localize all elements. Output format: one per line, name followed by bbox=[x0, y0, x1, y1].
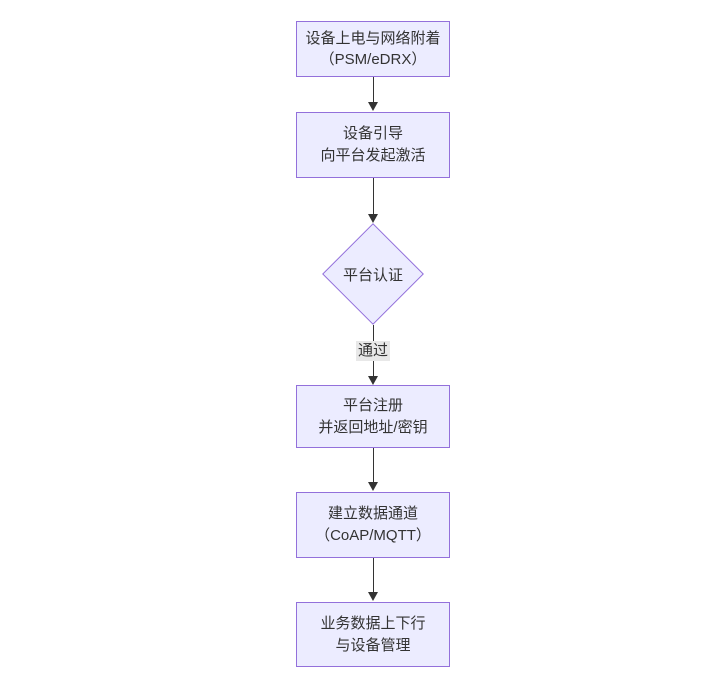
edge-register-to-channel bbox=[367, 448, 379, 491]
node-platform-auth-diamond: 平台认证 bbox=[322, 223, 424, 325]
node-line: 建立数据通道 bbox=[327, 505, 418, 522]
node-line: 向平台发起激活 bbox=[320, 147, 426, 164]
edge-bootstrap-to-auth bbox=[367, 178, 379, 223]
edge-line bbox=[372, 178, 374, 214]
node-line: 设备引导 bbox=[342, 125, 403, 142]
edge-channel-to-business bbox=[367, 558, 379, 601]
node-line: （PSM/eDRX） bbox=[319, 51, 427, 68]
arrowhead-icon bbox=[368, 592, 378, 601]
node-business-data: 业务数据上下行 与设备管理 bbox=[296, 602, 450, 667]
node-line: （CoAP/MQTT） bbox=[315, 527, 431, 544]
node-line: 平台认证 bbox=[342, 266, 403, 284]
edge-label-pass: 通过 bbox=[355, 341, 391, 361]
arrowhead-icon bbox=[368, 102, 378, 111]
node-bootstrap: 设备引导 向平台发起激活 bbox=[296, 112, 450, 178]
edge-power-to-bootstrap bbox=[367, 77, 379, 111]
edge-line bbox=[372, 77, 374, 102]
node-line: 业务数据上下行 bbox=[320, 614, 426, 632]
node-power-attach: 设备上电与网络附着 （PSM/eDRX） bbox=[296, 21, 450, 77]
arrowhead-icon bbox=[368, 214, 378, 223]
edge-line bbox=[372, 558, 374, 592]
node-register: 平台注册 并返回地址/密钥 bbox=[296, 385, 450, 448]
node-line: 设备上电与网络附着 bbox=[305, 30, 441, 47]
arrowhead-icon bbox=[368, 376, 378, 385]
edge-line bbox=[372, 448, 374, 482]
node-line: 并返回地址/密钥 bbox=[318, 418, 428, 436]
node-line: 平台注册 bbox=[342, 396, 403, 414]
arrowhead-icon bbox=[368, 482, 378, 491]
node-data-channel: 建立数据通道 （CoAP/MQTT） bbox=[296, 492, 450, 558]
node-line: 与设备管理 bbox=[335, 636, 411, 654]
